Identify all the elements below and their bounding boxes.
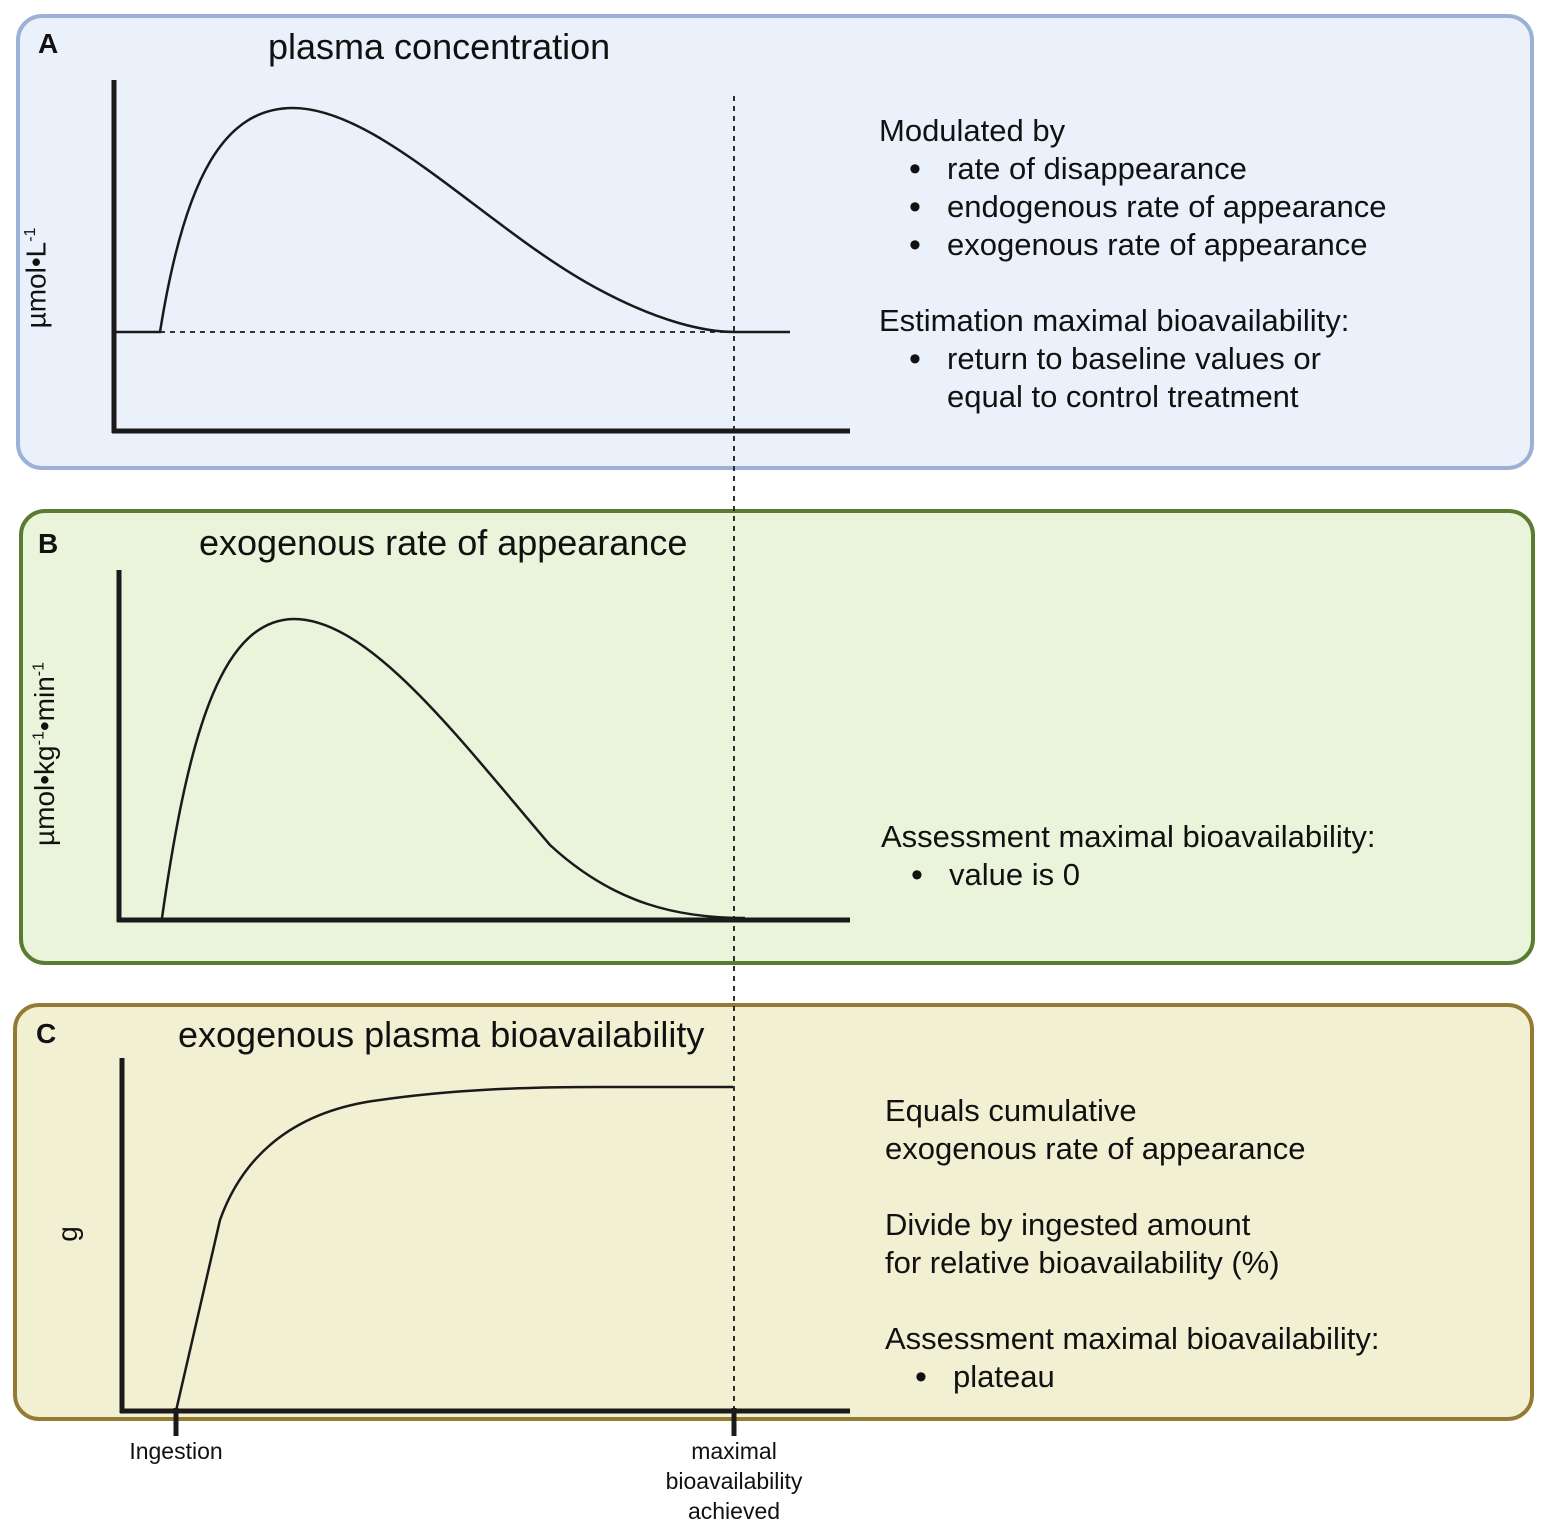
panel-c-line: exogenous rate of appearance [885,1131,1306,1166]
panel-b-notes: Assessment maximal bioavailability: valu… [881,818,1375,894]
panel-a-title: plasma concentration [268,26,611,67]
panel-b-letter: B [38,528,59,559]
panel-c-title: exogenous plasma bioavailability [178,1014,705,1055]
panel-a-letter: A [38,28,59,59]
panel-c-bullet: plateau [885,1358,1379,1396]
panel-b-bullet: value is 0 [881,856,1375,894]
panel-c-line: Divide by ingested amount [885,1207,1251,1242]
panel-a-notes: Modulated by rate of disappearance endog… [879,112,1387,416]
panel-a-concentration-curve [116,106,748,334]
panel-c-heading: Assessment maximal bioavailability: [885,1321,1380,1356]
panel-c-cumulative-curve [174,1085,733,1412]
panel-a-heading2: Estimation maximal bioavailability: [879,303,1350,338]
maximal-label: maximal bioavailability achieved [634,1436,834,1526]
panel-c-letter: C [36,1018,57,1049]
panel-c-notes: Equals cumulative exogenous rate of appe… [885,1092,1379,1396]
panel-c-line: for relative bioavailability (%) [885,1245,1280,1280]
maximal-label-line: maximal [691,1438,777,1464]
panel-c [13,1003,1534,1421]
panel-a-bullet: rate of disappearance [879,150,1387,188]
panel-b-rate-curve [160,617,746,920]
panel-a-bullet: return to baseline values or equal to co… [879,340,1367,416]
panel-b-title: exogenous rate of appearance [199,522,688,563]
panel-a-heading1: Modulated by [879,113,1066,148]
maximal-label-line: bioavailability [665,1468,803,1494]
panel-c-line: Equals cumulative [885,1093,1137,1128]
panel-a-bullet: endogenous rate of appearance [879,188,1387,226]
panel-a-bullet: exogenous rate of appearance [879,226,1387,264]
panel-b-heading: Assessment maximal bioavailability: [881,819,1376,854]
maximal-label-line: achieved [687,1498,781,1524]
ingestion-label: Ingestion [129,1438,223,1464]
